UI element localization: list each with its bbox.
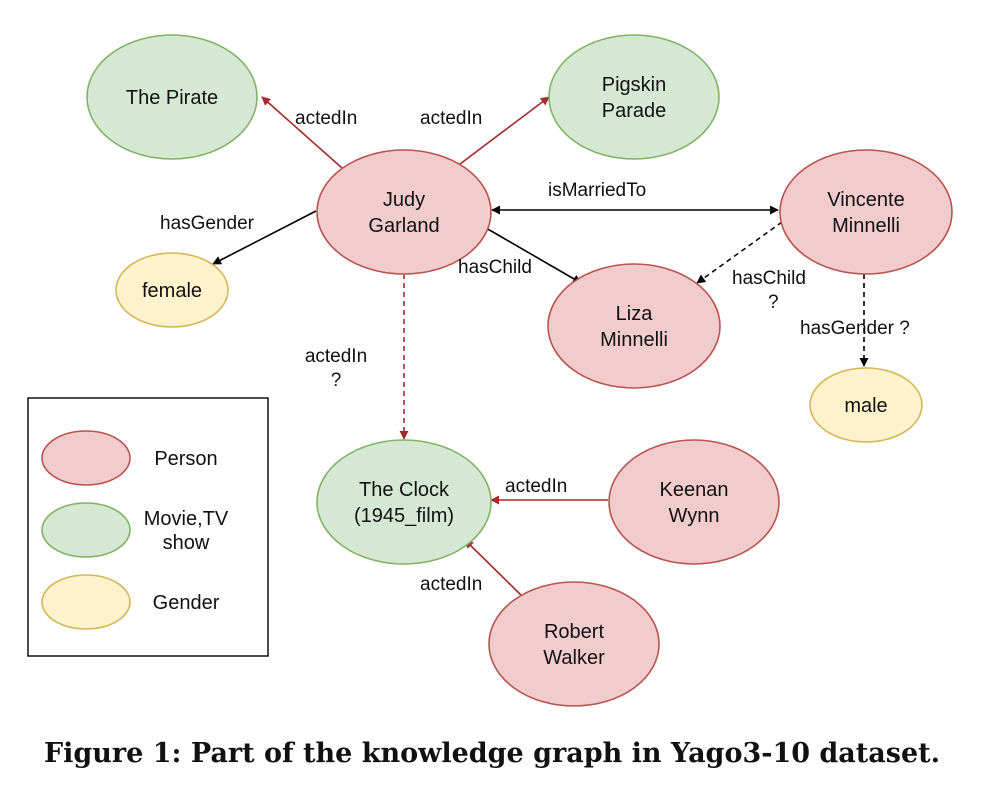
- edge-e2-label: actedIn: [420, 108, 482, 129]
- edge-e10-label: actedIn: [420, 574, 482, 595]
- edge-e8-label: actedIn?: [305, 346, 367, 391]
- node-male[interactable]: male: [809, 367, 923, 443]
- edge-e1-line: [261, 96, 343, 169]
- legend-item-gender: Gender: [41, 574, 220, 630]
- legend-swatch-gender: [41, 574, 131, 630]
- node-the-clock[interactable]: The Clock(1945_film): [316, 439, 492, 565]
- figure-caption: Figure 1: Part of the knowledge graph in…: [43, 738, 941, 769]
- edge-e10-line: [464, 539, 527, 601]
- node-keenan-wynn-shape: [608, 439, 780, 565]
- node-the-pirate[interactable]: The Pirate: [86, 34, 258, 160]
- legend-label-person: Person: [154, 448, 217, 470]
- edge-e4-label: isMarriedTo: [548, 180, 646, 201]
- edge-e6-label: hasChild?: [732, 268, 806, 313]
- node-female[interactable]: female: [115, 252, 229, 328]
- edge-e5-line: [485, 227, 582, 284]
- legend-swatch-movie: [41, 502, 131, 558]
- node-vincente-minnelli-shape: [779, 149, 953, 275]
- node-the-pirate-label: The Pirate: [126, 87, 218, 109]
- edge-e3-line: [212, 210, 317, 265]
- edge-e1-label: actedIn: [295, 108, 357, 129]
- node-the-pirate-shape: [86, 34, 258, 160]
- legend-item-person: Person: [41, 430, 218, 486]
- node-the-clock-shape: [316, 439, 492, 565]
- node-female-shape: [115, 252, 229, 328]
- node-liza-minnelli-shape: [547, 263, 721, 389]
- node-female-label: female: [142, 280, 202, 302]
- legend-swatch-person: [41, 430, 131, 486]
- node-the-clock-label: The Clock(1945_film): [354, 479, 454, 527]
- node-male-label: male: [844, 395, 887, 417]
- node-male-shape: [809, 367, 923, 443]
- edge-e9-label: actedIn: [505, 476, 567, 497]
- node-judy-garland-shape: [316, 149, 492, 275]
- edge-e3-label: hasGender: [160, 213, 255, 234]
- edge-e2-line: [459, 96, 550, 165]
- edge-e5-label: hasChild: [458, 257, 532, 278]
- node-pigskin-parade-shape: [548, 34, 720, 160]
- edge-e7-label: hasGender ?: [800, 318, 910, 339]
- legend-label-gender: Gender: [153, 592, 220, 614]
- node-robert-walker-shape: [488, 581, 660, 707]
